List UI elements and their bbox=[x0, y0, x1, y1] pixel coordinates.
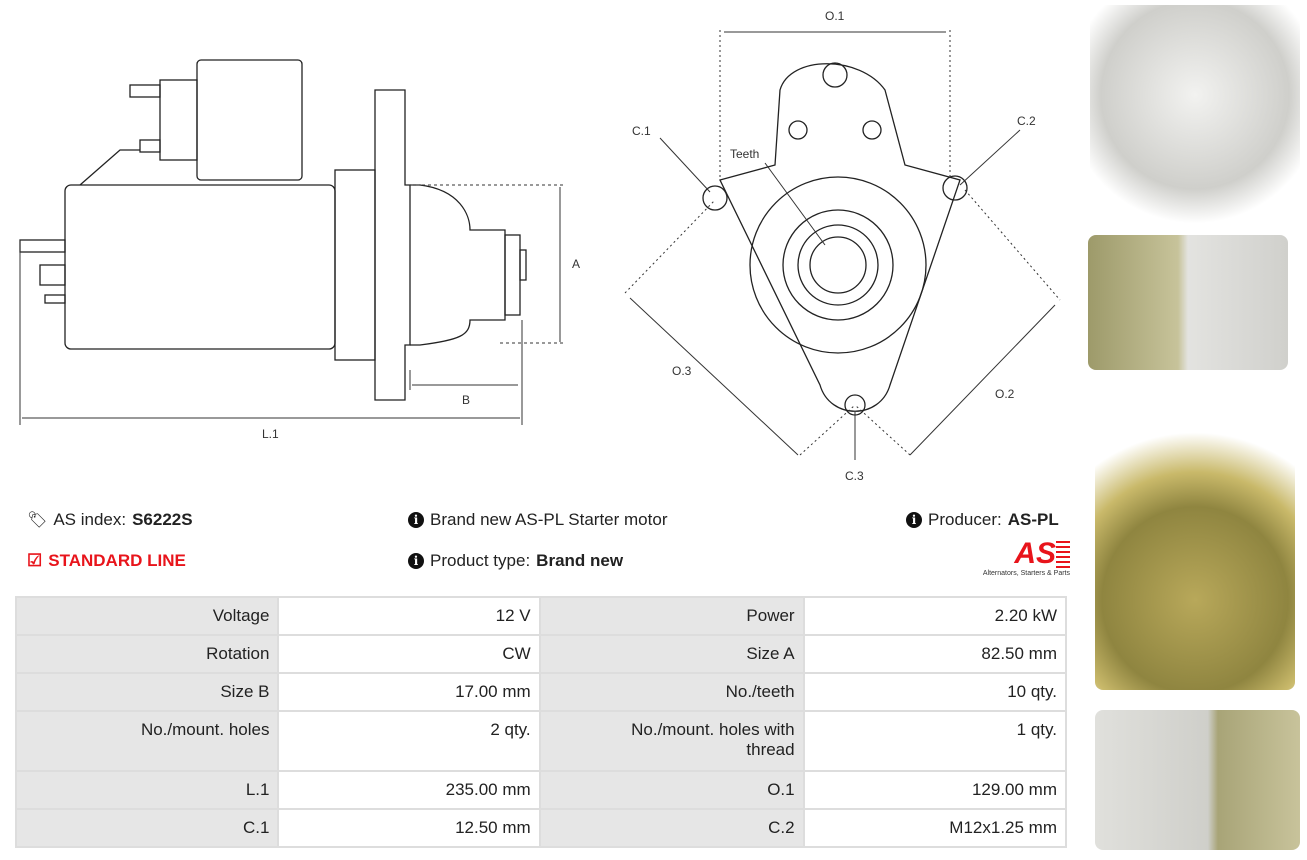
standard-line-badge: ☑ STANDARD LINE bbox=[27, 551, 186, 570]
c3-label: C.3 bbox=[845, 469, 864, 483]
spec-value: M12x1.25 mm bbox=[804, 810, 1065, 846]
spec-label: Voltage bbox=[17, 598, 278, 634]
product-type: i Product type: Brand new bbox=[408, 551, 623, 571]
spec-value: CW bbox=[279, 636, 539, 672]
as-index: 🏷 AS index: S6222S bbox=[27, 510, 193, 529]
spec-label: O.1 bbox=[540, 772, 803, 808]
front-view-diagram: O.1 C.1 C.2 Teeth O.3 O.2 C.3 bbox=[624, 9, 1061, 483]
side-view-diagram: L.1 A B bbox=[19, 59, 580, 441]
spec-label: No./teeth bbox=[540, 674, 803, 710]
spec-label: Rotation bbox=[17, 636, 278, 672]
a-label: A bbox=[572, 257, 580, 271]
spec-label: No./mount. holes with thread bbox=[540, 712, 803, 770]
tags-icon: 🏷 bbox=[27, 512, 48, 529]
spec-value: 12.50 mm bbox=[279, 810, 539, 846]
c1-label: C.1 bbox=[632, 124, 651, 138]
o2-label: O.2 bbox=[995, 387, 1015, 401]
spec-value: 17.00 mm bbox=[279, 674, 539, 710]
spec-value: 12 V bbox=[279, 598, 539, 634]
spec-value: 2.20 kW bbox=[804, 598, 1065, 634]
info-icon: i bbox=[408, 512, 424, 528]
b-label: B bbox=[462, 393, 470, 407]
spec-label: L.1 bbox=[17, 772, 278, 808]
spec-value: 129.00 mm bbox=[804, 772, 1065, 808]
spec-label: C.2 bbox=[540, 810, 803, 846]
spec-label: Size B bbox=[17, 674, 278, 710]
teeth-label: Teeth bbox=[730, 147, 759, 161]
spec-label: Power bbox=[540, 598, 803, 634]
spec-value: 235.00 mm bbox=[279, 772, 539, 808]
spec-label: Size A bbox=[540, 636, 803, 672]
o1-label: O.1 bbox=[825, 9, 845, 23]
producer: i Producer: AS-PL bbox=[906, 510, 1059, 530]
as-pl-logo: AS Alternators, Starters & Parts bbox=[965, 538, 1070, 577]
spec-value: 1 qty. bbox=[804, 712, 1065, 770]
l1-label: L.1 bbox=[262, 427, 279, 441]
info-icon: i bbox=[906, 512, 922, 528]
o3-label: O.3 bbox=[672, 364, 692, 378]
product-photo-side[interactable] bbox=[1088, 235, 1288, 370]
spec-label: C.1 bbox=[17, 810, 278, 846]
product-photo-front[interactable] bbox=[1090, 5, 1300, 230]
c2-label: C.2 bbox=[1017, 114, 1036, 128]
as-index-value: S6222S bbox=[132, 510, 193, 529]
product-photo-rear[interactable] bbox=[1095, 390, 1295, 690]
check-square-icon: ☑ bbox=[27, 551, 43, 570]
info-icon: i bbox=[408, 553, 424, 569]
spec-label: No./mount. holes bbox=[17, 712, 278, 770]
spec-value: 2 qty. bbox=[279, 712, 539, 770]
spec-value: 10 qty. bbox=[804, 674, 1065, 710]
spec-value: 82.50 mm bbox=[804, 636, 1065, 672]
description: i Brand new AS-PL Starter motor bbox=[408, 510, 667, 530]
product-photo-angle[interactable] bbox=[1095, 710, 1300, 850]
